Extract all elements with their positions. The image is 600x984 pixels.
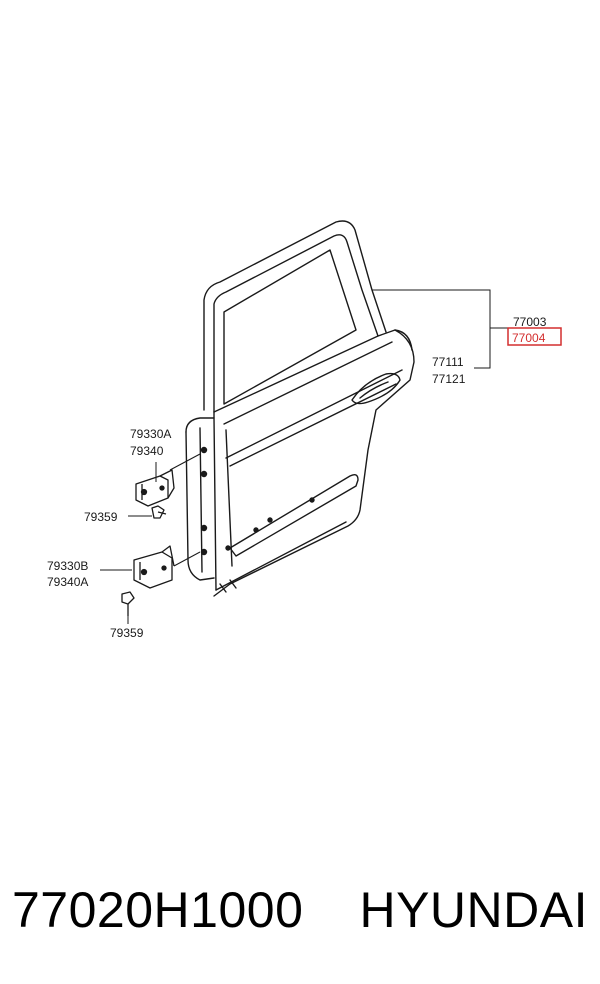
part-number: 77020H1000 [12, 882, 304, 938]
label-panel-2: 77121 [432, 372, 466, 386]
label-door-assy-1: 77003 [513, 315, 547, 329]
highlight-box [507, 327, 562, 346]
door-frame [185, 220, 415, 597]
lower-hinge [121, 545, 175, 616]
footer: 77020H1000 HYUNDAI [0, 870, 600, 950]
label-door-assy-2: 77004 [512, 331, 546, 345]
label-bolt-lower: 79359 [110, 626, 144, 640]
label-hinge-lower-a: 79330B [47, 559, 88, 573]
label-hinge-upper-b: 79340 [130, 444, 164, 458]
brand-name: HYUNDAI [359, 882, 588, 938]
label-hinge-lower-b: 79340A [47, 575, 88, 589]
label-panel-1: 77111 [432, 355, 464, 369]
leader-lines [100, 289, 508, 624]
label-hinge-upper-a: 79330A [130, 427, 171, 441]
label-bolt-upper: 79359 [84, 510, 118, 524]
upper-hinge [135, 469, 175, 519]
